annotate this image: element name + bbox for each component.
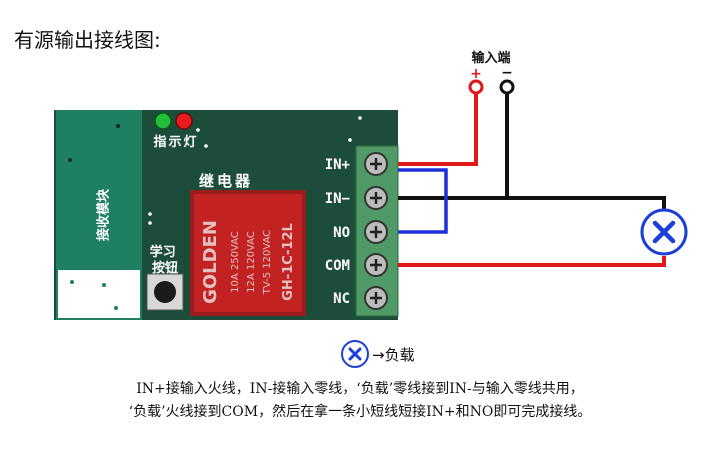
legend-cross-icon <box>348 347 362 361</box>
page-title: 有源输出接线图: <box>14 28 161 52</box>
learn-label-line-2: 按钮 <box>152 260 178 276</box>
module-dot <box>70 280 74 284</box>
board-dot <box>348 138 352 142</box>
module-dot <box>102 283 106 287</box>
module-label: 接收模块 <box>96 188 112 241</box>
learn-button-label: 学习 按钮 <box>150 244 181 276</box>
legend-label: →负载 <box>372 346 415 364</box>
terminal-label: NC <box>333 291 350 307</box>
terminal-label: COM <box>325 258 350 274</box>
wire-red-com <box>398 256 666 267</box>
board-dot <box>148 221 152 225</box>
wire-blue-link <box>398 168 448 234</box>
input-label: 输入端 <box>471 50 510 66</box>
input-minus-terminal <box>499 79 515 95</box>
wire-black-load <box>398 196 666 212</box>
red-led-icon <box>175 112 193 130</box>
relay-rating-1: 10A 250VAC <box>230 231 241 293</box>
relay-model: GH-1C-12L <box>281 223 296 301</box>
screw-slot-icon <box>370 226 382 238</box>
screw-slot-icon <box>370 158 382 170</box>
caption-line-2: ‘负载’火线接到COM，然后在拿一条小短线短接IN+和NO即可完成接线。 <box>128 404 592 420</box>
wire-red-input <box>398 92 478 166</box>
learn-button-cap[interactable] <box>154 281 176 303</box>
input-plus-terminal <box>468 79 484 95</box>
terminal-label: IN− <box>325 191 350 207</box>
terminal-group: IN+ IN− NO COM NC <box>325 152 388 310</box>
terminal-label: IN+ <box>325 157 350 173</box>
screw-slot-icon <box>370 292 382 304</box>
relay-rating-3: TV-5 120VAC <box>262 230 273 295</box>
green-led-icon <box>154 112 172 130</box>
plus-sign: + <box>470 66 482 82</box>
wires <box>398 92 666 267</box>
screw-slot-icon <box>370 259 382 271</box>
board-dot <box>204 144 208 148</box>
relay-rating-2: 12A 120VAC <box>246 231 257 293</box>
board-dot <box>358 116 362 120</box>
relay-label: 继电器 <box>199 172 253 190</box>
caption-line-1: IN+接输入火线，IN-接输入零线，‘负载’零线接到IN-与输入零线共用， <box>136 381 584 397</box>
module-dot <box>116 124 120 128</box>
minus-sign: − <box>501 65 513 81</box>
screw-slot-icon <box>370 192 382 204</box>
board-dot <box>196 128 200 132</box>
learn-label-line-1: 学习 <box>150 244 176 260</box>
module-dot <box>114 306 118 310</box>
board-dot <box>148 212 152 216</box>
module-dot <box>68 158 72 162</box>
indicator-label: 指示灯 <box>153 134 198 150</box>
relay-brand: GOLDEN <box>200 220 221 304</box>
relay-top <box>194 194 302 312</box>
module-white-area <box>58 270 140 318</box>
terminal-label: NO <box>333 225 350 241</box>
relay-print: GOLDEN 10A 250VAC 12A 120VAC TV-5 120VAC… <box>200 220 296 304</box>
load-cross-icon <box>652 220 676 244</box>
